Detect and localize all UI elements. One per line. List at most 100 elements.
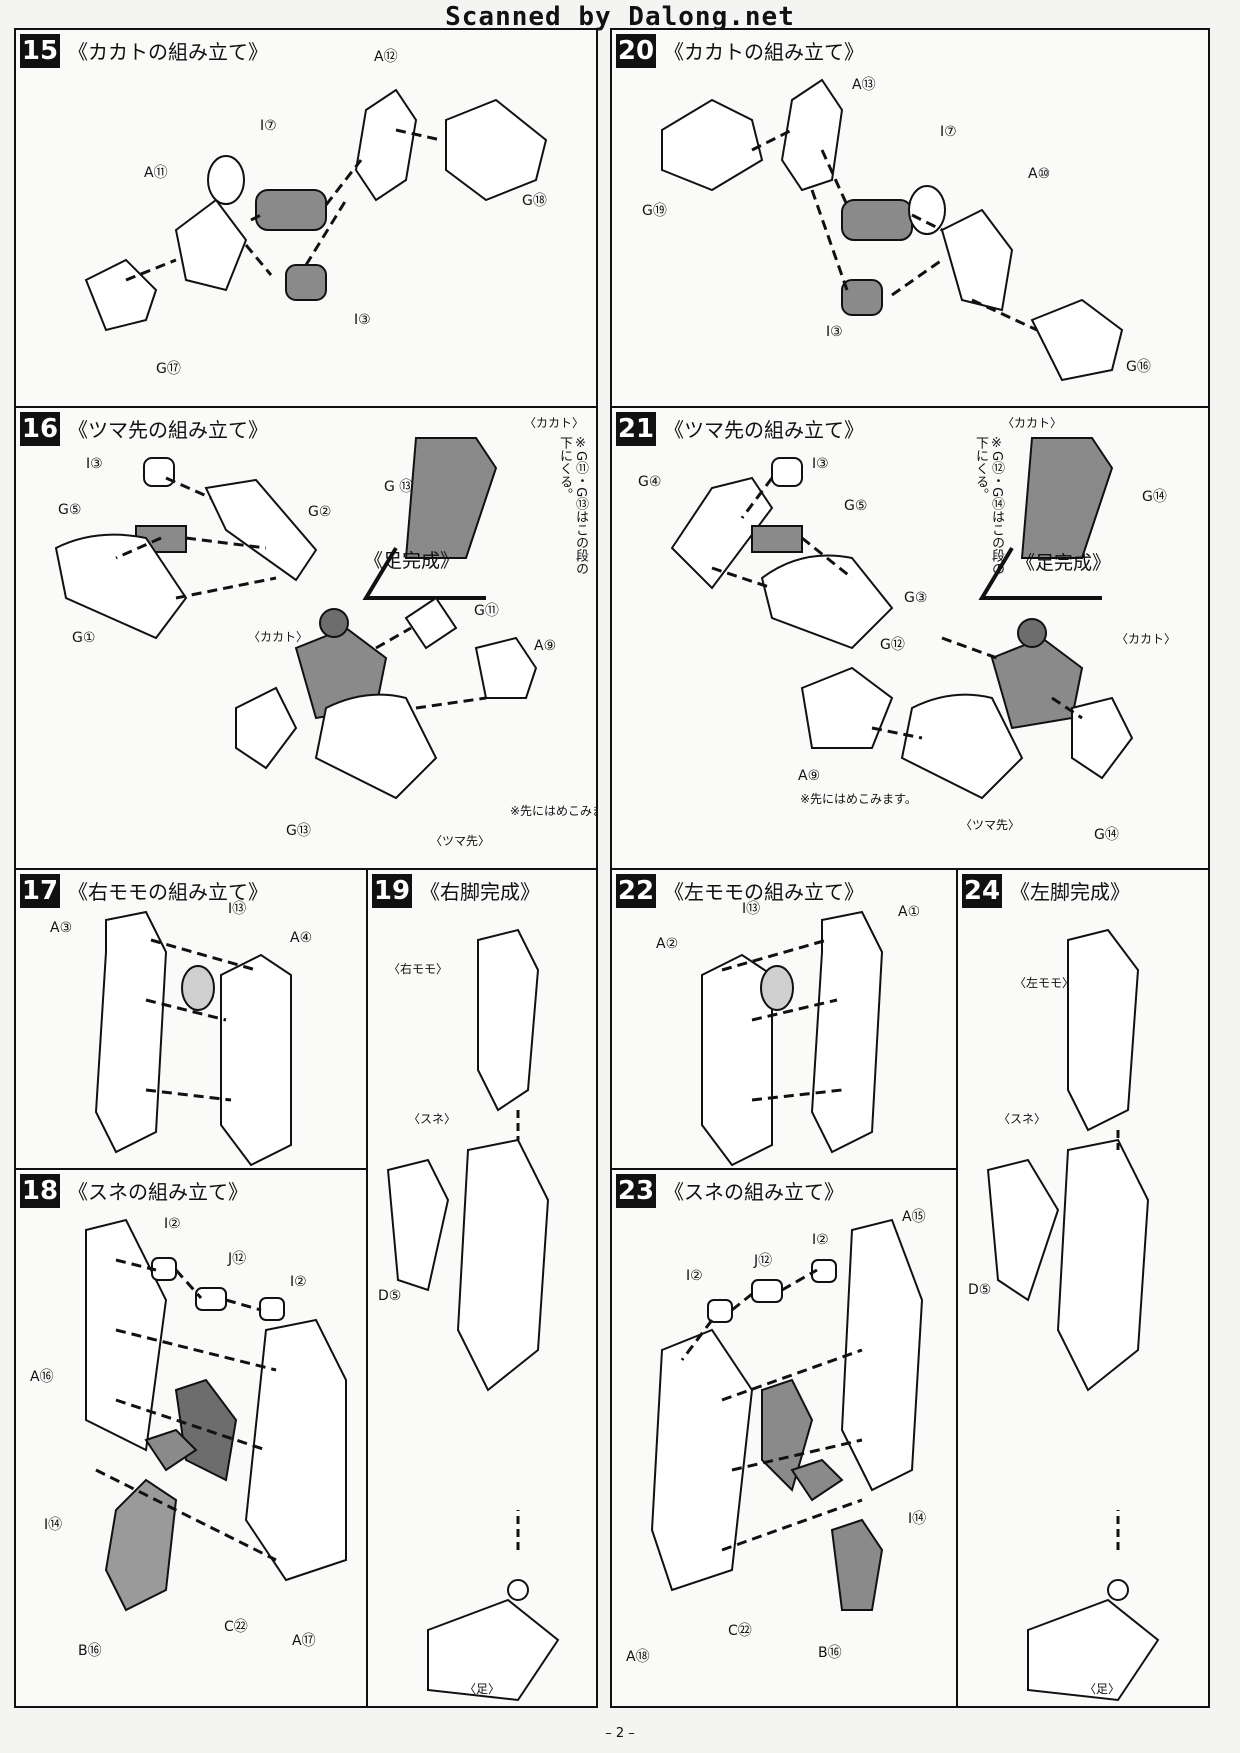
- part-label: G⑱: [522, 193, 547, 209]
- page-number: – 2 –: [605, 1726, 635, 1741]
- step-title: 《右モモの組み立て》: [68, 880, 268, 904]
- part-label: I②: [686, 1268, 703, 1284]
- part-label: I②: [164, 1216, 181, 1232]
- part-label: I③: [354, 312, 371, 328]
- step-title: 《ツマ先の組み立て》: [68, 418, 268, 442]
- part-label: 〈右モモ〉: [388, 962, 449, 976]
- step-number: 21: [616, 412, 656, 446]
- part-label: A⑨: [534, 638, 557, 654]
- part-label: G⑤: [58, 502, 82, 518]
- vertical-note: ※G⑫・G⑭はこの段の下にくる。: [973, 436, 1004, 576]
- part-label: B⑯: [78, 1643, 102, 1659]
- part-label: 〈ツマ先〉: [960, 818, 1021, 832]
- right-column: 20 《カカトの組み立て》 A⑬ I⑦ A⑩ G⑲ I③ G⑯: [610, 28, 1210, 1708]
- part-label: G④: [638, 474, 662, 490]
- step-number: 15: [20, 34, 60, 68]
- left-column: 15 《カカトの組み立て》 A⑫ I⑦ A⑪ G⑱ I③ G⑰: [14, 28, 598, 1708]
- part-label: A③: [50, 920, 73, 936]
- heel-assembly-diagram: [661, 78, 1124, 382]
- step-title: 《カカトの組み立て》: [664, 40, 864, 64]
- part-label: I②: [812, 1232, 829, 1248]
- part-label: C㉒: [224, 1619, 248, 1635]
- part-label: A⑪: [144, 165, 168, 181]
- part-label: A⑩: [1028, 166, 1051, 182]
- left-leg-complete-diagram: [986, 928, 1160, 1702]
- part-label: 〈ツマ先〉: [430, 834, 491, 848]
- note: ※先にはめこみます。: [800, 792, 917, 806]
- left-thigh-assembly-diagram: [701, 910, 884, 1167]
- part-label: I③: [86, 456, 103, 472]
- part-label: J⑫: [754, 1253, 773, 1269]
- right-thigh-assembly-diagram: [94, 910, 292, 1167]
- panel-step-20: 20 《カカトの組み立て》 A⑬ I⑦ A⑩ G⑲ I③ G⑯: [612, 30, 1208, 408]
- part-label: G①: [72, 630, 96, 646]
- step-number: 18: [20, 1174, 60, 1208]
- sub-title: 《足完成》: [364, 550, 460, 572]
- toe-assembly-diagram: [54, 437, 538, 800]
- panel-step-22: 22 《左モモの組み立て》 I⑬ A① A②: [612, 870, 958, 1170]
- step-number: 22: [616, 874, 656, 908]
- toe-assembly-diagram: [670, 437, 1134, 800]
- step-number: 20: [616, 34, 656, 68]
- part-label: A⑮: [902, 1209, 926, 1225]
- part-label: I⑦: [260, 118, 277, 134]
- panel-step-23: 23 《スネの組み立て》 A⑮ I② J⑫ I② I⑭ C㉒ B⑯ A⑱: [612, 1170, 958, 1706]
- panel-step-24: 24 《左脚完成》 〈左モモ〉 〈スネ〉 D⑤ 〈足〉: [958, 870, 1208, 1706]
- part-label: G⑭: [1142, 489, 1167, 505]
- part-label: I⑭: [44, 1517, 63, 1533]
- part-label: G⑤: [844, 498, 868, 514]
- part-label: A⑬: [852, 77, 876, 93]
- part-label: I⑦: [940, 124, 957, 140]
- part-label: 〈スネ〉: [998, 1112, 1047, 1126]
- part-label: A⑱: [626, 1649, 650, 1665]
- part-label: I⑬: [742, 901, 761, 917]
- panel-step-18: 18 《スネの組み立て》 I② J⑫ I② A⑯ I⑭ C㉒ B⑯ A⑰: [16, 1170, 368, 1706]
- part-label: G③: [904, 590, 928, 606]
- part-label: G⑬: [286, 823, 311, 839]
- panel-step-15: 15 《カカトの組み立て》 A⑫ I⑦ A⑪ G⑱ I③ G⑰: [16, 30, 596, 408]
- note: ※先にはめこみます。: [510, 804, 596, 818]
- panel-step-19: 19 《右脚完成》 〈右モモ〉 〈スネ〉 D⑤ 〈足〉: [368, 870, 596, 1706]
- step-title: 《左脚完成》: [1010, 880, 1130, 904]
- part-label: A⑫: [374, 49, 398, 65]
- step-number: 24: [962, 874, 1002, 908]
- part-label: C㉒: [728, 1623, 752, 1639]
- part-label: A⑰: [292, 1633, 316, 1649]
- step-title: 《ツマ先の組み立て》: [664, 418, 864, 442]
- part-label: I③: [812, 456, 829, 472]
- part-label: 〈スネ〉: [408, 1112, 457, 1126]
- part-label: A②: [656, 936, 679, 952]
- vertical-note: ※G⑪・G⑬はこの段の下にくる。: [557, 436, 588, 576]
- part-label: 〈足〉: [1084, 1682, 1121, 1696]
- panel-step-21: 21 《ツマ先の組み立て》 I③ G④: [612, 408, 1208, 870]
- step-number: 23: [616, 1174, 656, 1208]
- part-label: I②: [290, 1274, 307, 1290]
- part-label: G⑯: [1126, 359, 1151, 375]
- part-label: 〈カカト〉: [1116, 632, 1177, 646]
- part-label: A①: [898, 904, 921, 920]
- part-label: A④: [290, 930, 313, 946]
- heel-assembly-diagram: [84, 88, 548, 332]
- part-label: A⑯: [30, 1369, 54, 1385]
- part-label: 〈足〉: [464, 1682, 501, 1696]
- part-label: I③: [826, 324, 843, 340]
- step-title: 《右脚完成》: [420, 880, 540, 904]
- shin-assembly-diagram: [85, 1218, 347, 1612]
- part-label: G⑲: [642, 203, 667, 219]
- panel-step-17: 17 《右モモの組み立て》 A③ I⑬ A④: [16, 870, 368, 1170]
- part-label: G⑰: [156, 361, 181, 377]
- step-title: 《スネの組み立て》: [68, 1180, 248, 1204]
- part-label: D⑤: [378, 1288, 402, 1304]
- scan-watermark: Scanned by Dalong.net: [445, 2, 795, 32]
- part-label: G⑫: [880, 637, 905, 653]
- part-label: A⑨: [798, 768, 821, 784]
- part-label: 〈カカト〉: [1002, 416, 1063, 430]
- right-leg-complete-diagram: [386, 928, 560, 1702]
- part-label: G ⑬: [384, 479, 414, 495]
- step-title: 《スネの組み立て》: [664, 1180, 844, 1204]
- part-label: 〈左モモ〉: [1014, 976, 1075, 990]
- part-label: B⑯: [818, 1645, 842, 1661]
- part-label: G⑭: [1094, 827, 1119, 843]
- part-label: G②: [308, 504, 332, 520]
- step-number: 17: [20, 874, 60, 908]
